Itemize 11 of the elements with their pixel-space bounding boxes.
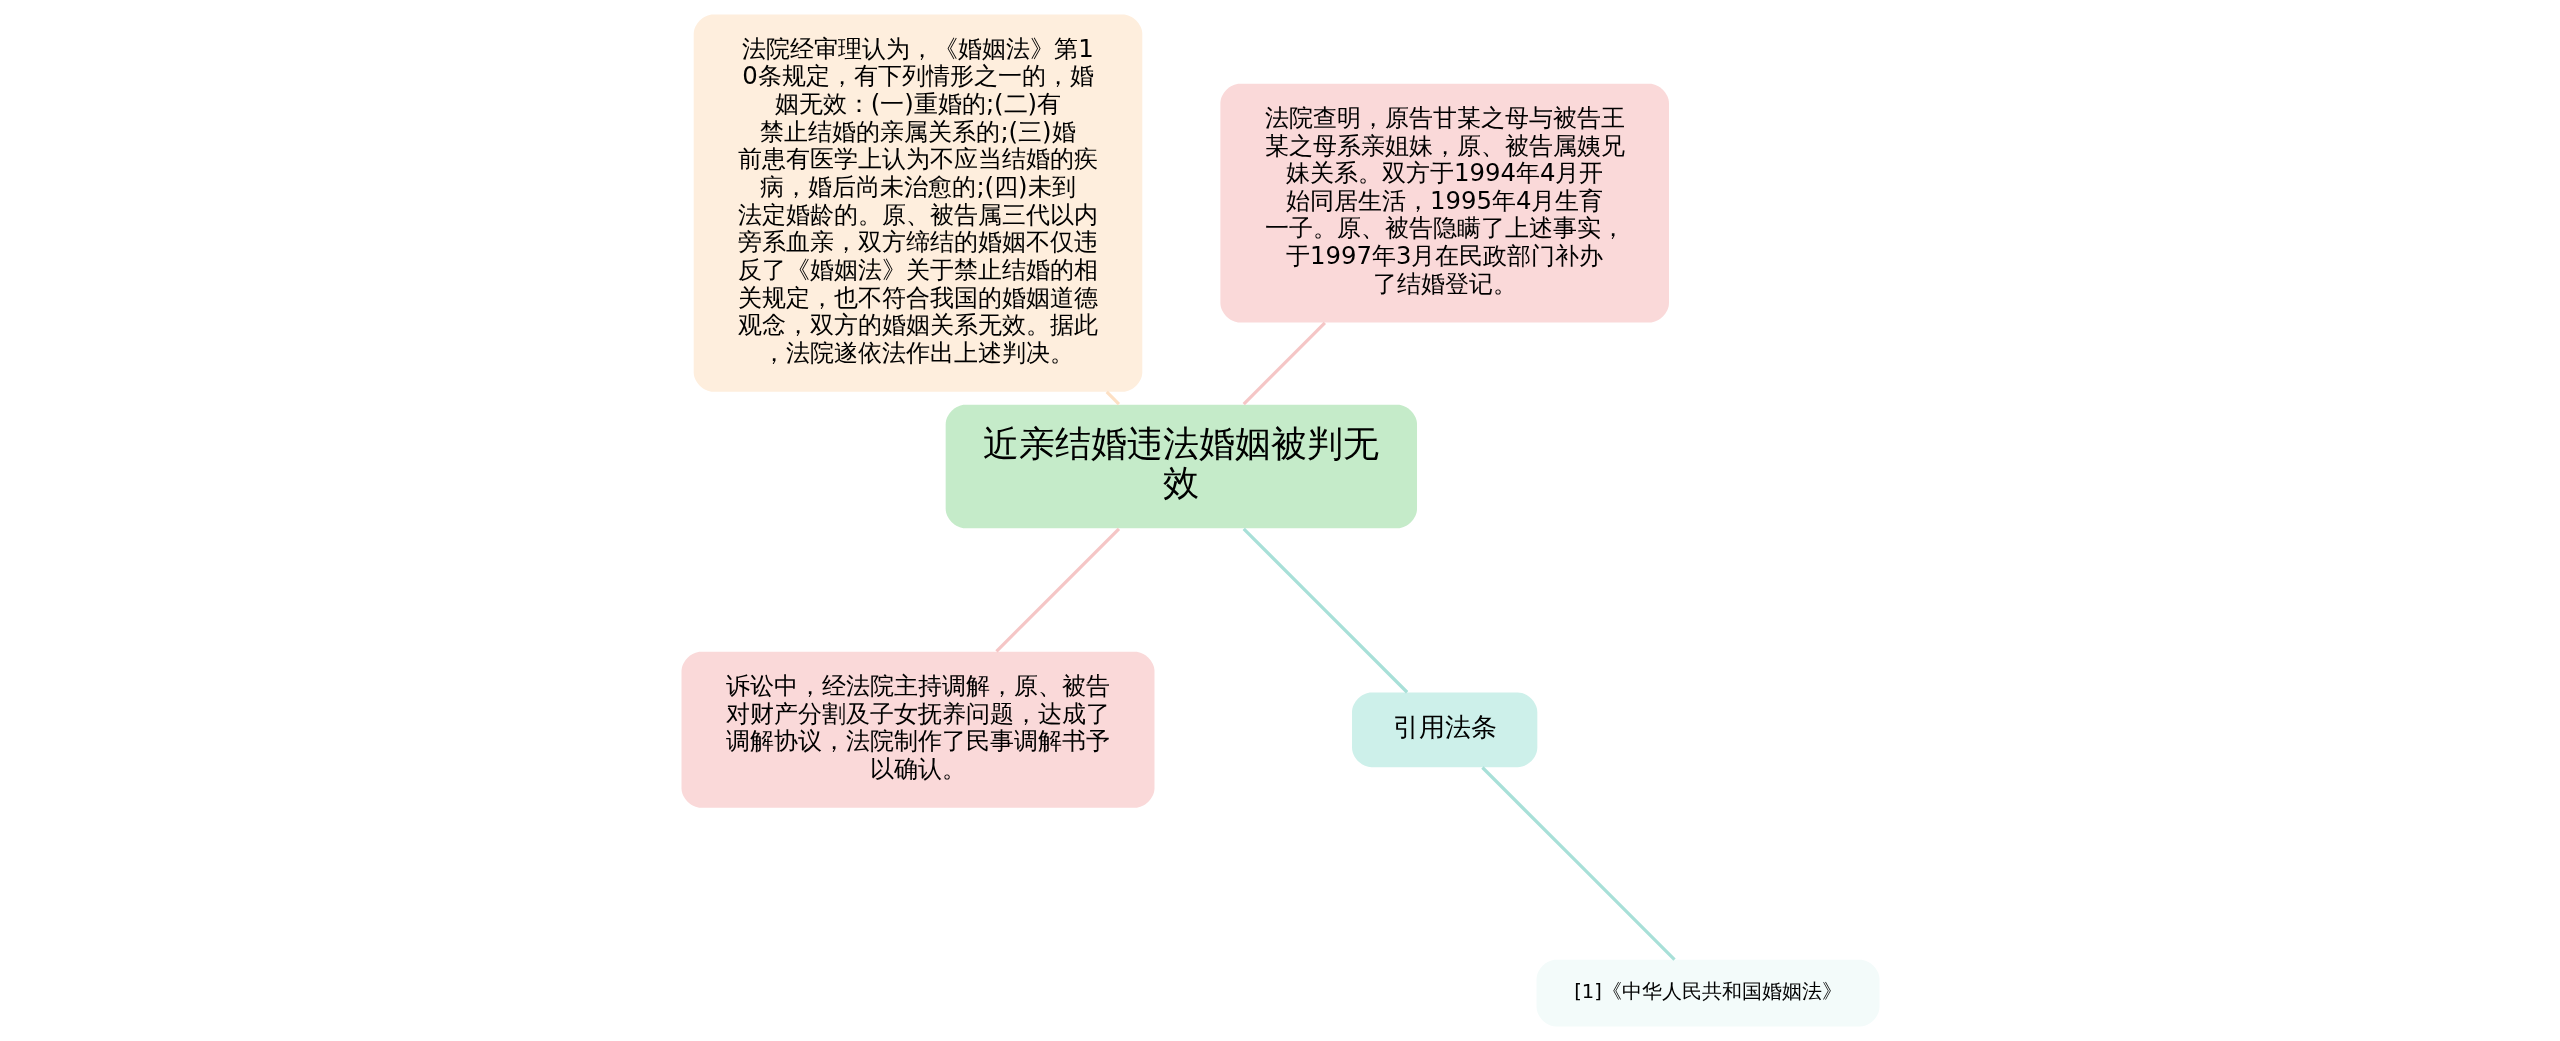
connector <box>1480 766 1676 961</box>
node-box: 法院查明，原告甘某之母与被告王某之母系亲姐妹，原、被告属姨兄妹关系。双方于1994年4月开始同居生活，1995年4月生育一子。原、被告隐瞒了上述事实，于1997年3月在民政部门补办了结婚登记。 <box>1219 83 1669 323</box>
connector <box>1242 321 1326 406</box>
node-box: 近亲结婚违法婚姻被判无效 <box>945 404 1417 529</box>
connector <box>1105 390 1120 406</box>
node-box: [1]《中华人民共和国婚姻法》 <box>1536 959 1879 1027</box>
connector <box>1242 527 1408 694</box>
connector <box>994 527 1120 653</box>
node-box: 法院经审理认为，《婚姻法》第10条规定，有下列情形之一的，婚姻无效：(一)重婚的;(二)有禁止结婚的亲属关系的;(三)婚前患有医学上认为不应当结婚的疾病，婚后尚未治愈的;(四)未到法定婚龄的。原、被告属三代以内旁系血亲，双方缔结的婚姻不仅违反了《婚姻法》关于禁止结婚的相关规定，也不符合我国的婚姻道德观念，双方的婚姻关系无效。据此，法院遂依法作出上述判决。 <box>693 14 1142 392</box>
node-box: 引用法条 <box>1351 692 1537 768</box>
node-box: 诉讼中，经法院主持调解，原、被告对财产分割及子女抚养问题，达成了调解协议，法院制作了民事调解书予以确认。 <box>681 651 1154 808</box>
